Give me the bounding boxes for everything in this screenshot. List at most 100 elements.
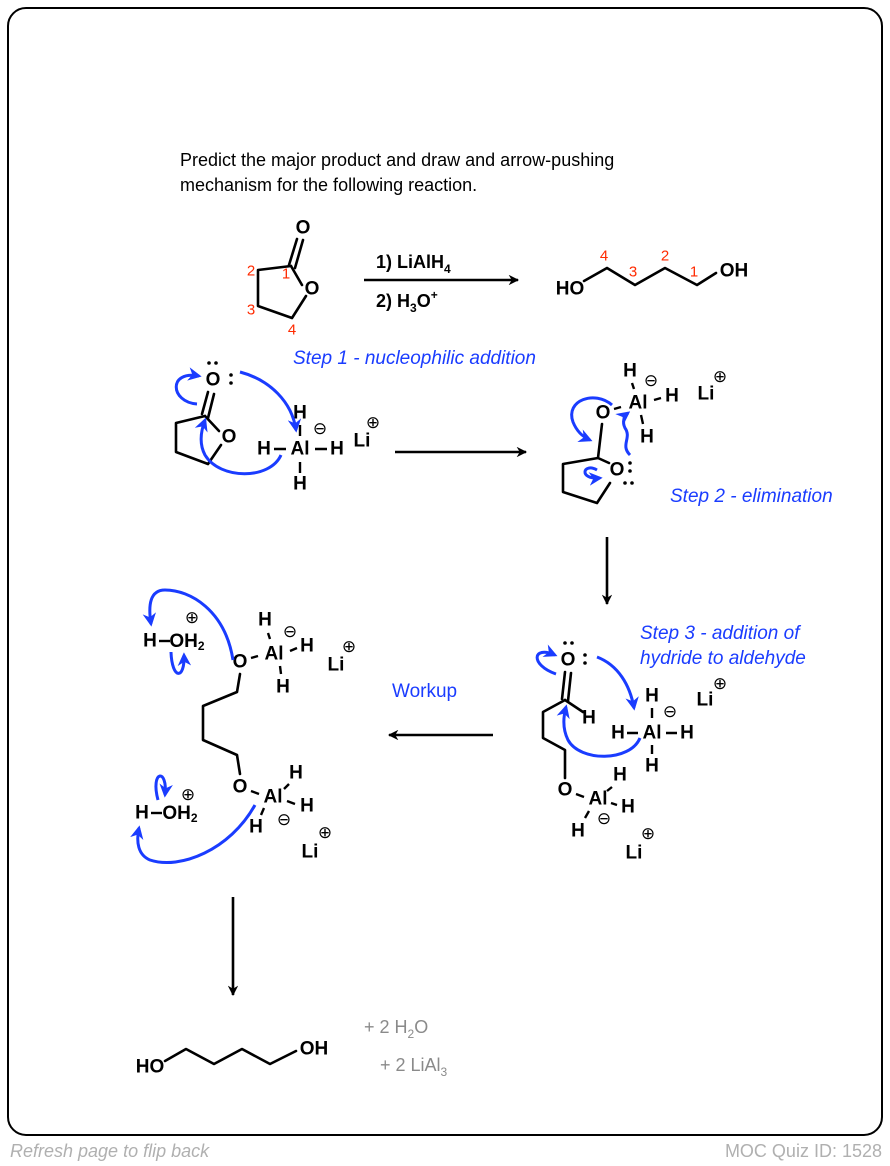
final-ho: HO <box>136 1057 165 1078</box>
aldehyde-oxygen: O <box>561 650 576 671</box>
carbon-number-1: 1 <box>282 266 290 283</box>
curved-arrow <box>570 396 613 442</box>
lithium: Li <box>626 843 643 864</box>
hydride: H <box>249 817 263 838</box>
hydronium-hydrogen: H <box>135 803 149 824</box>
positive-charge: ⊕ <box>342 637 356 657</box>
dialkoxide-workup: O Al H H H ⊖ Li ⊕ H OH2 ⊕ O Al H H H ⊖ L… <box>130 588 356 865</box>
hydride: H <box>665 386 679 407</box>
hydride: H <box>611 723 625 744</box>
alkoxide-oxygen: O <box>558 780 573 801</box>
positive-charge: ⊕ <box>366 413 380 433</box>
positive-charge: ⊕ <box>181 785 195 805</box>
hydride: H <box>293 403 307 424</box>
ring-oxygen: O <box>610 460 625 481</box>
byproduct-aluminum: + 2 LiAl3 <box>380 1055 448 1079</box>
aldehyde-hydrogen: H <box>582 708 596 729</box>
product-number-2: 2 <box>661 248 669 265</box>
starting-lactone: O O 1 2 3 4 <box>247 218 320 339</box>
ring-oxygen: O <box>305 279 320 300</box>
lithium: Li <box>697 690 714 711</box>
curved-arrow <box>239 370 302 433</box>
hydronium: OH2 <box>169 631 205 654</box>
lithium: Li <box>698 384 715 405</box>
curved-arrow <box>596 655 639 711</box>
positive-charge: ⊕ <box>713 674 727 694</box>
hydride: H <box>257 439 271 460</box>
curved-arrow <box>169 651 192 675</box>
hydride: H <box>300 796 314 817</box>
negative-charge: ⊖ <box>663 702 677 722</box>
negative-charge: ⊖ <box>283 622 297 642</box>
curved-arrow <box>194 417 283 476</box>
aluminum: Al <box>291 439 310 460</box>
negative-charge: ⊖ <box>644 371 658 391</box>
byproduct-water: + 2 H2O <box>364 1017 428 1041</box>
hydride: H <box>680 723 694 744</box>
curved-arrow <box>583 466 603 486</box>
negative-charge: ⊖ <box>597 809 611 829</box>
curved-arrow <box>142 588 235 661</box>
positive-charge: ⊕ <box>641 824 655 844</box>
hydride: H <box>571 821 585 842</box>
product-number-4: 4 <box>600 248 608 265</box>
hydride: H <box>289 763 303 784</box>
positive-charge: ⊕ <box>185 608 199 628</box>
product-oh: OH <box>720 261 749 282</box>
step-3-label-line-2: hydride to aldehyde <box>640 648 806 669</box>
prompt-line-2: mechanism for the following reaction. <box>180 175 477 195</box>
curved-arrow <box>556 704 642 758</box>
hydride: H <box>300 636 314 657</box>
hydride: H <box>623 361 637 382</box>
product-ho: HO <box>556 279 585 300</box>
hydride: H <box>640 427 654 448</box>
carbonyl-oxygen: O <box>296 218 311 239</box>
carbon-number-4: 4 <box>288 322 296 339</box>
positive-charge: ⊕ <box>318 823 332 843</box>
aluminum: Al <box>629 393 648 414</box>
step3-aldehyde-intermediate: O H Al H H H H ⊖ Li ⊕ O Al H H H ⊖ Li ⊕ <box>535 641 727 864</box>
reagent-1: 1) LiAlH4 <box>376 252 451 276</box>
alkoxide-oxygen: O <box>596 403 611 424</box>
refresh-hint[interactable]: Refresh page to flip back <box>10 1141 210 1161</box>
reagent-2: 2) H3O+ <box>376 288 438 315</box>
aluminum: Al <box>264 787 283 808</box>
curved-arrow <box>615 411 632 457</box>
negative-charge: ⊖ <box>277 810 291 830</box>
lithium: Li <box>354 431 371 452</box>
hydride: H <box>330 439 344 460</box>
aluminum: Al <box>643 723 662 744</box>
curved-arrow <box>130 804 257 865</box>
negative-charge: ⊖ <box>313 419 327 439</box>
carbon-number-3: 3 <box>247 302 255 319</box>
hydride: H <box>645 756 659 777</box>
hydride: H <box>621 797 635 818</box>
product-number-1: 1 <box>690 264 698 281</box>
aluminum: Al <box>265 644 284 665</box>
step1-lactone-and-lah: O O Al H H H H ⊖ Li ⊕ <box>174 361 380 495</box>
hydronium-hydrogen: H <box>143 631 157 652</box>
positive-charge: ⊕ <box>713 367 727 387</box>
quiz-id: MOC Quiz ID: 1528 <box>725 1141 882 1161</box>
workup-label: Workup <box>392 681 457 702</box>
curved-arrow <box>154 774 173 801</box>
step-3-label-line-1: Step 3 - addition of <box>640 623 801 644</box>
lithium: Li <box>328 655 345 676</box>
final-product-diol: HO OH <box>136 1039 329 1078</box>
step2-tetrahedral-intermediate: O Al H H H ⊖ Li ⊕ O <box>561 361 727 505</box>
product-diol: HO OH 4 3 2 1 <box>556 248 749 300</box>
hydride: H <box>258 610 272 631</box>
carbonyl-oxygen: O <box>206 370 221 391</box>
hydronium: OH2 <box>162 803 198 826</box>
card-border <box>7 7 883 1136</box>
alkoxide-oxygen: O <box>233 652 248 673</box>
step-1-label: Step 1 - nucleophilic addition <box>293 348 536 369</box>
step-2-label: Step 2 - elimination <box>670 486 833 507</box>
product-number-3: 3 <box>629 264 637 281</box>
hydride: H <box>293 474 307 495</box>
carbon-number-2: 2 <box>247 263 255 280</box>
hydride: H <box>613 765 627 786</box>
hydride: H <box>645 686 659 707</box>
curved-arrow <box>535 644 558 676</box>
